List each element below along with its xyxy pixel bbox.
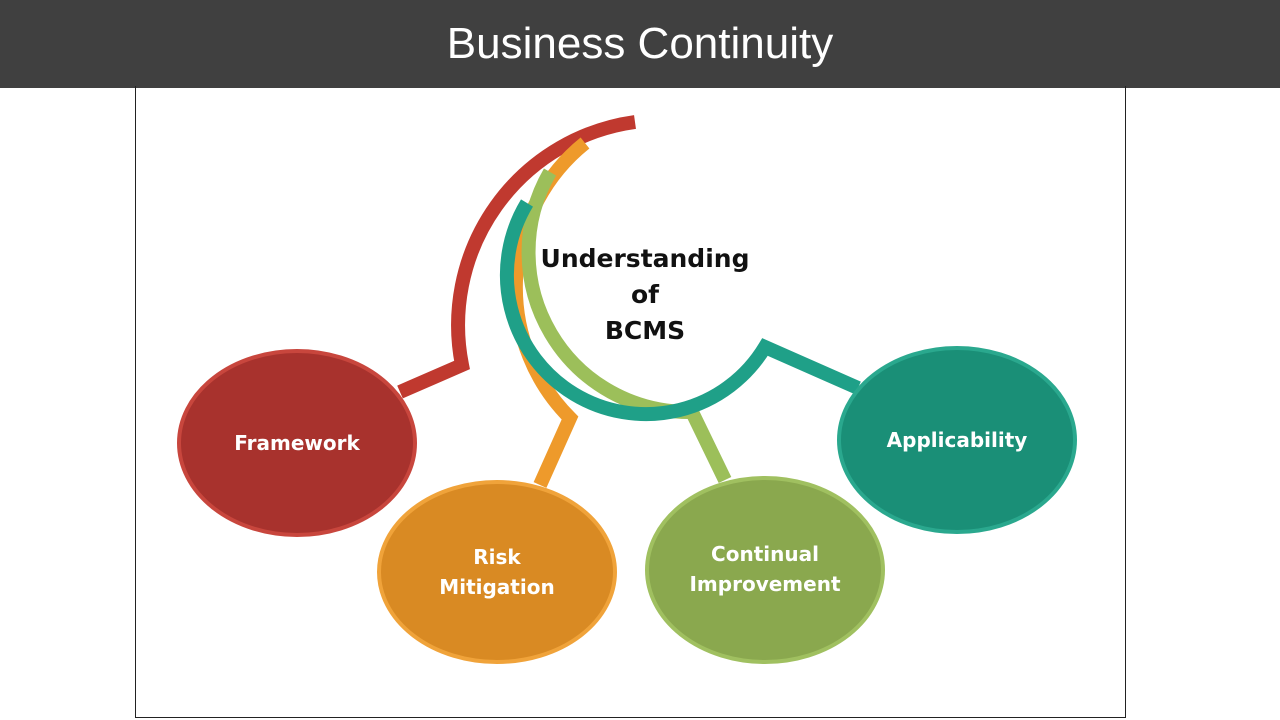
- continual-improvement-label: Continual Improvement: [689, 539, 840, 599]
- label-line: Applicability: [886, 428, 1028, 452]
- teal-arc: [499, 199, 861, 422]
- label-line: Framework: [234, 431, 360, 455]
- framework-label: Framework: [234, 428, 360, 458]
- applicability-label: Applicability: [887, 425, 1028, 455]
- red-arc: [397, 115, 636, 399]
- risk-mitigation-label: Risk Mitigation: [439, 542, 554, 602]
- risk-mitigation-circle: [377, 480, 617, 664]
- center-line-3: BCMS: [604, 316, 686, 345]
- slide-frame: [135, 86, 1126, 718]
- label-line: Continual: [711, 542, 819, 566]
- label-line: Mitigation: [439, 575, 555, 599]
- center-line-2: of: [630, 280, 660, 309]
- applicability-circle: [837, 346, 1077, 534]
- continual-improvement-circle: [645, 476, 885, 664]
- framework-circle: [177, 349, 417, 537]
- center-label: Understanding of BCMS: [541, 241, 750, 349]
- title-bar: Business Continuity: [0, 0, 1280, 88]
- slide-title: Business Continuity: [446, 19, 834, 68]
- label-line: Risk: [473, 545, 521, 569]
- label-line: Improvement: [689, 572, 841, 596]
- center-line-1: Understanding: [540, 244, 750, 273]
